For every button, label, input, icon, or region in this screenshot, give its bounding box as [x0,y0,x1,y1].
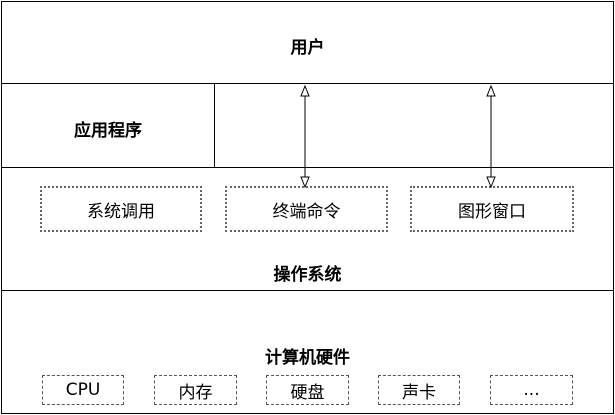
hardware-component-label: CPU [65,380,101,400]
os-layer-label: 操作系统 [273,265,342,285]
hardware-component-memory: 内存 [154,375,237,405]
arrow-user-graphical-window [486,84,496,189]
hardware-component-more: ... [490,375,573,405]
app-layer-empty [214,83,614,168]
os-component-terminal-command: 终端命令 [225,186,388,232]
os-component-label: 系统调用 [87,201,155,222]
arrow-user-terminal-command [300,84,310,189]
os-component-system-call: 系统调用 [40,186,202,232]
hardware-component-label: ... [523,380,540,400]
hardware-component-label: 内存 [178,382,213,403]
os-component-label: 图形窗口 [458,201,526,222]
user-layer: 用户 [1,1,614,84]
hardware-component-sound-card: 声卡 [378,375,460,405]
hardware-component-label: 声卡 [402,382,436,403]
app-layer: 应用程序 [1,83,215,168]
user-layer-label: 用户 [290,38,325,58]
hardware-component-disk: 硬盘 [266,375,349,405]
os-component-graphical-window: 图形窗口 [410,186,574,232]
app-layer-label: 应用程序 [74,121,142,141]
hardware-component-label: 硬盘 [290,382,325,403]
hardware-component-cpu: CPU [42,375,124,405]
os-component-label: 终端命令 [272,201,341,222]
hardware-layer-label: 计算机硬件 [265,348,350,368]
